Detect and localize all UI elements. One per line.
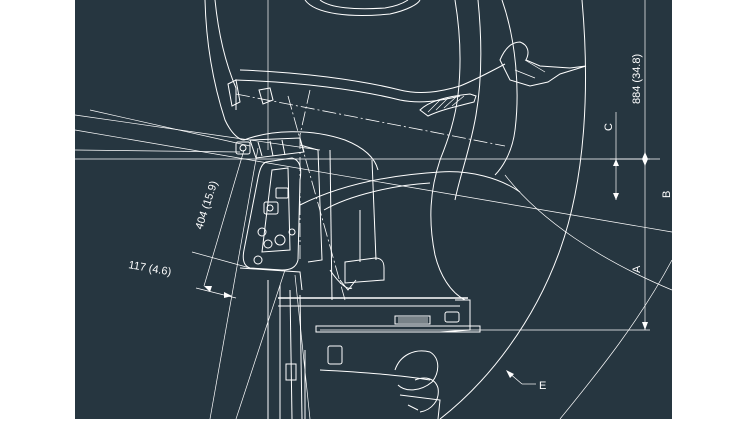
dim-a-label: A <box>631 265 643 273</box>
dim-884-label: 884 (34.8) <box>631 54 643 104</box>
transom-bracket <box>235 137 323 291</box>
dimension-lines <box>191 0 660 385</box>
propeller-detail <box>499 41 587 87</box>
reference-lines <box>74 0 673 420</box>
dim-e-label: E <box>539 380 546 392</box>
dim-c-label: C <box>603 123 615 131</box>
dim-b-label: B <box>661 191 673 198</box>
motor-outline <box>204 0 521 420</box>
